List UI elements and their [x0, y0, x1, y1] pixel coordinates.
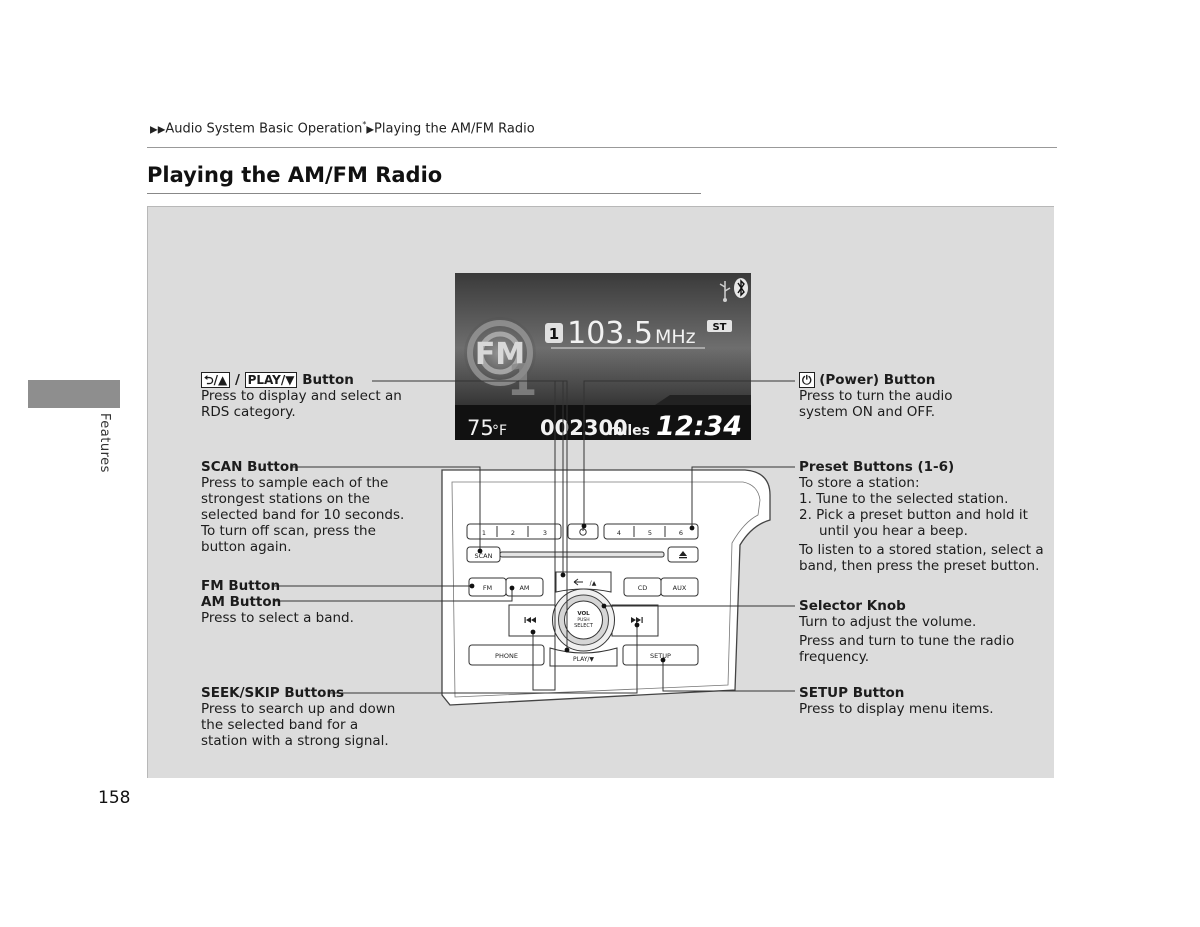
callout-scan: SCAN Button Press to sample each of the … [201, 459, 405, 555]
play-down-button[interactable]: PLAY/▼ [549, 647, 618, 667]
callout-preset: Preset Buttons (1-6) To store a station:… [799, 459, 1044, 574]
svg-text:PLAY/▼: PLAY/▼ [573, 656, 594, 663]
leader-dots [469, 523, 695, 663]
svg-text:PHONE: PHONE [495, 652, 518, 660]
preset-button-5[interactable]: 5 [648, 529, 652, 537]
fm-band-logo: FM 1 [464, 317, 537, 406]
preset-group-1-3[interactable]: 1 2 3 [466, 523, 562, 540]
preset-button-3[interactable]: 3 [543, 529, 547, 537]
phone-button[interactable]: PHONE [468, 644, 545, 666]
display-graphic: FM 1 1 103.5 MHz ST 75 °F 002300 miles 1… [455, 273, 751, 440]
setup-button[interactable]: SETUP [622, 644, 699, 666]
play-key-icon: PLAY/▼ [244, 372, 298, 388]
stereo-badge [707, 320, 732, 332]
band-label: FM [475, 337, 525, 372]
stereo-badge-text: ST [712, 322, 726, 333]
preset-button-1[interactable]: 1 [482, 529, 486, 537]
callout-setup: SETUP Button Press to display menu items… [799, 685, 994, 717]
preset-button-6[interactable]: 6 [679, 529, 683, 537]
svg-text:AM: AM [519, 584, 529, 592]
eject-icon [679, 551, 687, 556]
callout-fm-am: FM Button AM Button Press to select a ba… [201, 578, 354, 626]
eject-button[interactable] [667, 546, 699, 563]
page-title: Playing the AM/FM Radio [147, 163, 443, 187]
power-key-icon: ⏻ [799, 372, 815, 388]
cd-button[interactable]: CD [623, 577, 662, 597]
section-tab-marker [28, 380, 120, 408]
audio-display-screen: FM 1 1 103.5 MHz ST 75 °F 002300 miles 1… [455, 273, 751, 440]
breadcrumb-arrow-icon: ▶▶ [150, 124, 166, 136]
callout-seek-skip: SEEK/SKIP Buttons Press to search up and… [201, 685, 396, 749]
page-number: 158 [98, 788, 131, 808]
clock: 12:34 [656, 411, 742, 440]
preset-button-2[interactable]: 2 [511, 529, 515, 537]
svg-text:/▲: /▲ [590, 580, 597, 587]
callout-back-play: ⮌/▲ / PLAY/▼ Button Press to display and… [201, 372, 402, 420]
preset-button-4[interactable]: 4 [617, 529, 621, 537]
cd-slot [499, 551, 665, 558]
fm-button[interactable]: FM [468, 577, 507, 597]
svg-text:FM: FM [483, 584, 492, 592]
odometer-unit: miles [608, 423, 650, 439]
back-arrow-icon [573, 578, 583, 586]
svg-text:SETUP: SETUP [650, 652, 671, 660]
skip-back-icon [526, 617, 536, 623]
callout-selector: Selector Knob Turn to adjust the volume.… [799, 598, 1015, 665]
frequency-value: 103.5 [567, 316, 653, 351]
aux-button[interactable]: AUX [660, 577, 699, 597]
knob-push-label: PUSH [577, 617, 589, 623]
leader-lines [274, 380, 795, 694]
temperature-value: 75 [467, 416, 494, 440]
svg-text:CD: CD [638, 584, 648, 592]
svg-text:AUX: AUX [673, 584, 687, 592]
back-key-icon: ⮌/▲ [201, 372, 231, 388]
preset-indicator [545, 323, 563, 343]
breadcrumb-section[interactable]: Audio System Basic Operation [165, 121, 363, 137]
scan-button[interactable]: SCAN [466, 546, 501, 563]
preset-number: 1 [549, 325, 559, 343]
temperature-unit: °F [492, 423, 507, 439]
bluetooth-icon [734, 278, 748, 298]
usb-icon [719, 281, 731, 302]
header-divider [147, 147, 1057, 148]
breadcrumb-arrow-icon: ▶ [366, 124, 375, 136]
breadcrumb: ▶▶Audio System Basic Operation*▶Playing … [150, 120, 535, 136]
preset-group-4-6[interactable]: 4 5 6 [603, 523, 699, 540]
seek-forward-button[interactable] [611, 604, 659, 637]
callout-power: ⏻ (Power) Button Press to turn the audio… [799, 372, 953, 420]
title-underline [147, 193, 701, 194]
optional-asterisk: * [362, 120, 367, 129]
frequency-unit: MHz [655, 326, 696, 348]
knob-vol-label: VOL [577, 611, 590, 617]
svg-text:SCAN: SCAN [475, 552, 493, 560]
skip-forward-icon [631, 617, 641, 623]
breadcrumb-current: Playing the AM/FM Radio [374, 121, 535, 137]
selector-knob[interactable]: VOL PUSH SELECT [552, 588, 615, 652]
am-button[interactable]: AM [505, 577, 544, 597]
section-tab-label: Features [97, 413, 112, 473]
knob-select-label: SELECT [574, 623, 594, 629]
